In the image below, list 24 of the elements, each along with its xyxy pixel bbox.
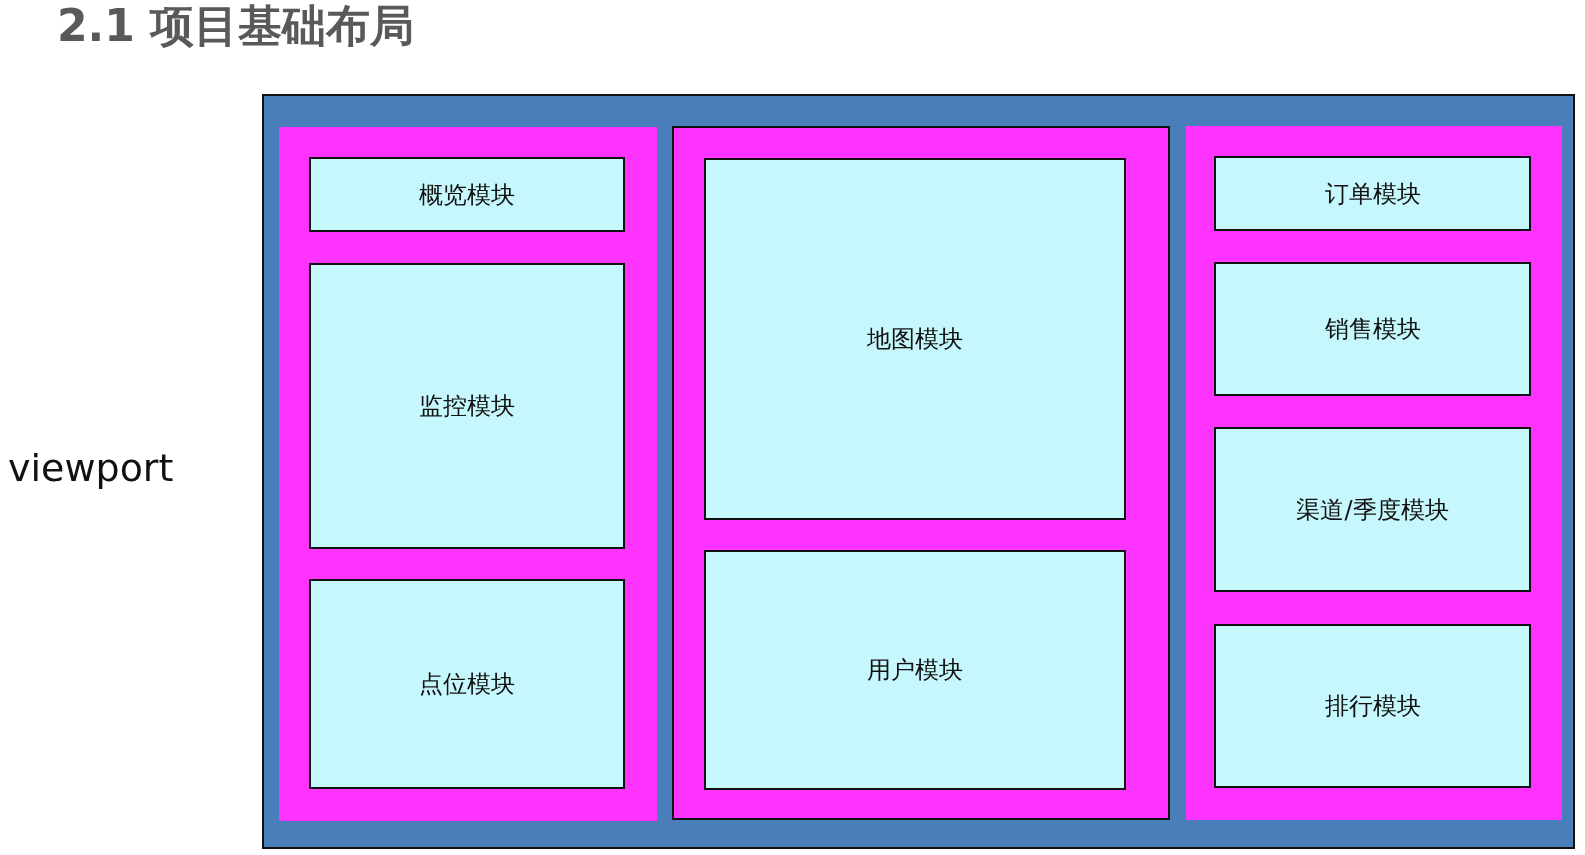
column-panel (672, 126, 1170, 820)
module-box (309, 579, 625, 789)
module-box (704, 158, 1126, 520)
module-label: 用户模块 (867, 655, 963, 686)
page-title: 2.1 项目基础布局 (57, 0, 415, 52)
column-panel (279, 127, 657, 821)
column-panel (1186, 126, 1562, 820)
module-box (1214, 156, 1531, 231)
module-box (704, 550, 1126, 790)
module-label: 销售模块 (1324, 314, 1421, 345)
module-box (1214, 262, 1531, 396)
module-label: 订单模块 (1324, 178, 1421, 210)
module-box (1214, 427, 1531, 592)
viewport-frame (262, 94, 1575, 849)
module-label: 排行模块 (1324, 691, 1421, 722)
module-label: 概览模块 (419, 179, 515, 211)
module-label: 地图模块 (867, 324, 963, 355)
module-label: 点位模块 (419, 669, 515, 700)
module-label: 监控模块 (419, 391, 515, 422)
frame-caption: viewport (8, 445, 174, 490)
module-box (309, 263, 625, 549)
module-box (309, 157, 625, 232)
module-label: 渠道/季度模块 (1296, 494, 1449, 526)
module-box (1214, 624, 1531, 788)
